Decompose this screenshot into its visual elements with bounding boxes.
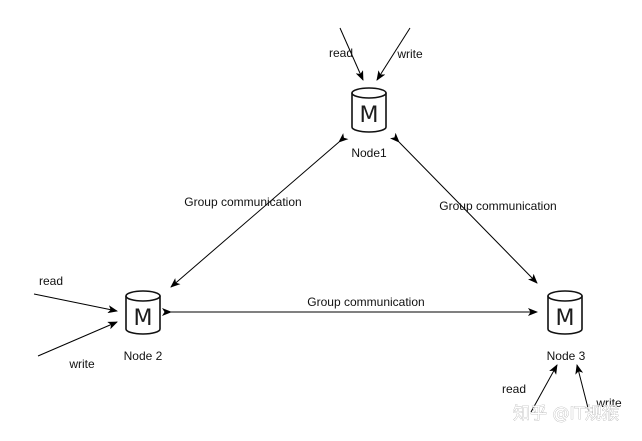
node3-write-arrow — [575, 364, 590, 413]
node1-write-label: write — [396, 47, 423, 61]
node1-label: Node1 — [351, 146, 387, 160]
node1-read-label: read — [329, 46, 353, 60]
node1-read-arrow — [339, 27, 364, 81]
node2-read-arrow — [33, 293, 118, 314]
node3-letter: M — [556, 306, 575, 331]
node3-label: Node 3 — [547, 349, 586, 363]
node1-write-arrow — [376, 27, 411, 81]
node1-letter: M — [360, 103, 379, 128]
node3-read-label: read — [502, 382, 526, 396]
node2-write-arrow — [37, 321, 118, 357]
node2-write-label: write — [68, 357, 95, 371]
node2-label: Node 2 — [124, 349, 163, 363]
node2-letter: M — [134, 306, 153, 331]
edge-node1-node2-label: Group communication — [184, 195, 301, 209]
edge-node1-node3-label: Group communication — [439, 199, 556, 213]
watermark: 知乎 @IT规猴 — [513, 404, 619, 424]
node1[interactable]: M Node1 — [351, 87, 387, 160]
node3-database-icon: M — [547, 290, 583, 335]
node3[interactable]: M Node 3 — [547, 290, 586, 363]
node2[interactable]: M Node 2 — [124, 290, 163, 363]
node1-database-icon: M — [351, 87, 387, 133]
node3-read-arrow — [530, 364, 558, 413]
node3-write-label: write — [595, 396, 622, 410]
node2-database-icon: M — [125, 290, 161, 335]
node2-read-label: read — [39, 274, 63, 288]
edge-node1-node2-arrow — [170, 133, 349, 288]
edge-node2-node3-label: Group communication — [307, 295, 424, 309]
edge-node1-node3-arrow — [389, 132, 538, 284]
